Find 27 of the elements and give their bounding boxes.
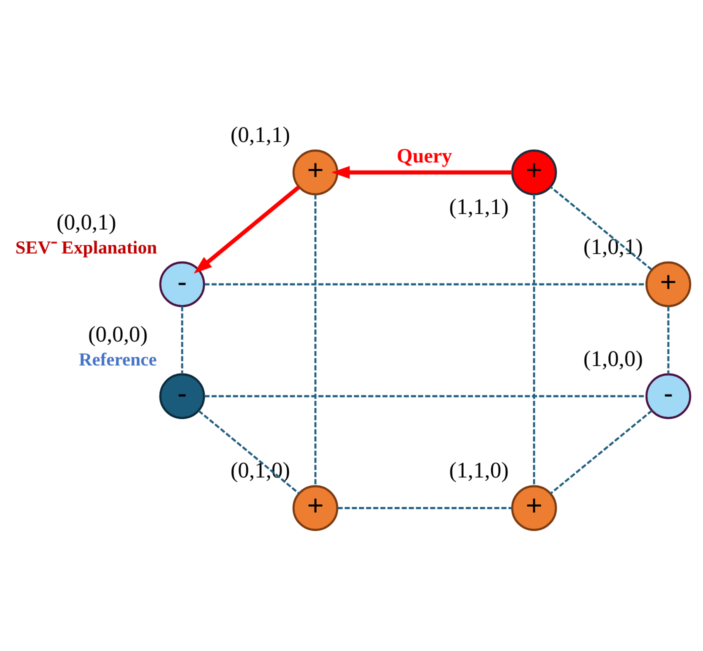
node-circle: - [645,372,692,419]
node-label: (0,0,0) [88,320,148,346]
edge-label: Query [396,144,452,167]
node-label: (1,1,1) [449,194,509,219]
connector [314,194,316,486]
connector [667,306,670,374]
node-label: (0,1,1) [230,122,290,147]
connector [533,194,536,486]
node-circle: + [292,484,338,530]
arrow [194,185,300,274]
node-label: SEV⁻ Explanation [15,237,158,258]
node-label: (1,1,0) [449,457,509,482]
connector [204,282,646,285]
node-circle: + [511,149,557,195]
node-circle: - [159,260,206,307]
node-circle: + [645,260,692,307]
node-circle: + [292,149,338,195]
node-label: Reference [78,349,157,370]
connector [550,409,652,494]
node-circle: + [511,484,557,530]
connector [181,306,184,374]
connector [204,394,646,397]
node-label: (0,0,1) [56,208,116,234]
node-circle: - [159,372,206,419]
node-label: (1,0,0) [583,345,644,370]
connector [338,506,512,509]
arrow [331,165,512,178]
